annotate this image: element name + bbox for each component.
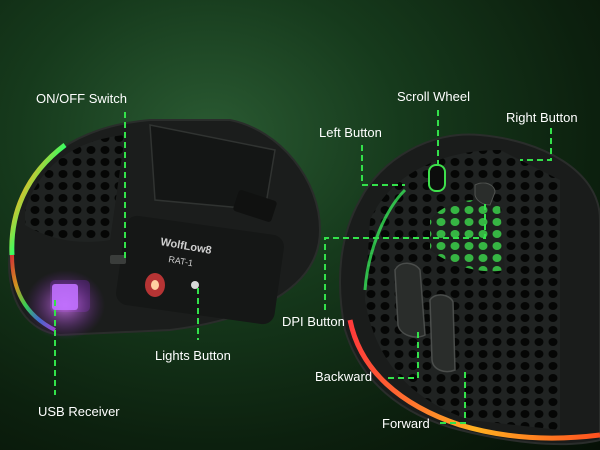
mouse-top xyxy=(339,133,600,446)
backward-leader xyxy=(388,330,419,379)
right-button-leader xyxy=(520,128,552,161)
lights-button-label: Lights Button xyxy=(155,348,231,363)
right-button-label: Right Button xyxy=(506,110,578,125)
forward-leader xyxy=(440,368,466,424)
forward-label: Forward xyxy=(382,416,430,431)
dpi-button-leader xyxy=(324,200,486,310)
lights-button xyxy=(191,281,199,289)
left-button-leader xyxy=(361,145,405,186)
on-off-switch-label: ON/OFF Switch xyxy=(36,91,128,106)
scroll-wheel-label: Scroll Wheel xyxy=(397,89,470,104)
callout-lines xyxy=(54,110,552,424)
scroll-wheel xyxy=(428,164,446,192)
on-off-switch xyxy=(110,255,126,264)
forward-button xyxy=(429,294,456,373)
left-button-label: Left Button xyxy=(319,125,382,140)
backward-button xyxy=(394,262,426,338)
model-mark: RAT-1 xyxy=(168,254,194,268)
usb-receiver-label: USB Receiver xyxy=(38,404,120,419)
dpi-button-label: DPI Button xyxy=(282,314,345,329)
backward-label: Backward xyxy=(315,369,373,384)
mouse-underside: WolfLow8 RAT-1 xyxy=(8,119,322,340)
dpi-button xyxy=(474,182,496,206)
